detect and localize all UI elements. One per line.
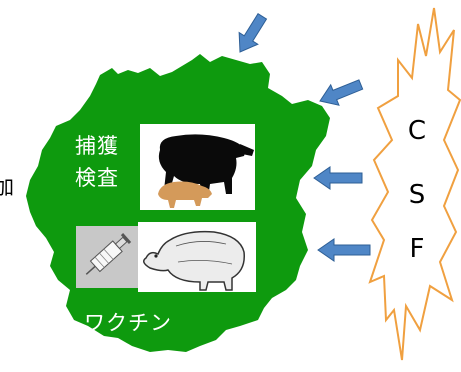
left-edge-text: 加 <box>0 175 14 199</box>
vaccine-label: ワクチン <box>84 311 172 335</box>
wild-boar-icon <box>158 134 254 198</box>
csf-letter-s: S <box>408 180 426 210</box>
piglet-icon <box>158 181 212 208</box>
arrow-upper-right <box>319 79 364 106</box>
csf-burst <box>368 7 461 361</box>
csf-letter-c: C <box>407 116 427 146</box>
arrow-top <box>238 13 268 53</box>
syringe-icon <box>85 233 132 275</box>
csf-letter-f: F <box>409 234 425 264</box>
pig-icon <box>143 230 245 291</box>
arrow-middle-right <box>313 166 363 190</box>
capture-label-line1: 捕獲 <box>75 134 119 158</box>
capture-label-line2: 検査 <box>75 166 119 190</box>
arrow-lower-right <box>317 238 371 262</box>
